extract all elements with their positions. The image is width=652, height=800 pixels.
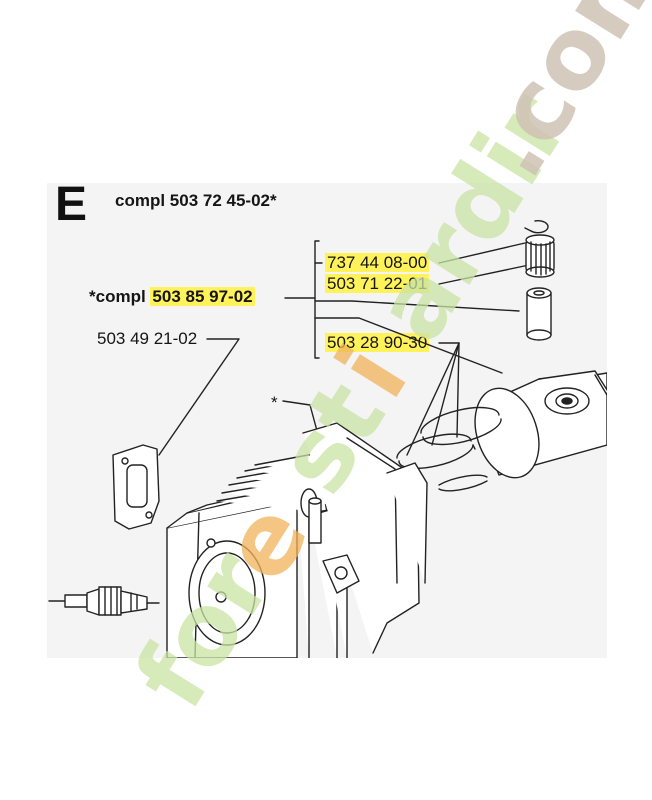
needle-bearing-part-number: 737 44 08-00 [325,253,430,273]
needle-bearing-number: 737 44 08-00 [325,253,430,272]
rings-leader-3 [406,342,460,456]
piston-pin-leader [438,264,530,285]
complete-kit-number: 503 72 45-02* [169,191,277,210]
piston-pin-number: 503 71 22-01 [325,274,430,293]
assembly-number: 503 85 97-02 [150,287,255,306]
gasket-number: 503 49 21-02 [97,329,198,348]
part-group-bracket [314,240,320,359]
spark-plug-part [48,586,160,616]
piston-ring-lower [438,474,488,492]
needle-bearing-part [525,234,555,278]
complete-kit-prefix: compl [115,191,166,210]
piston-rings-number: 503 28 90-30 [325,333,430,352]
rings-leader-2 [431,342,460,446]
piston-part [474,370,607,479]
cylinder-marker: * [271,393,278,412]
cylinder-part [166,422,428,658]
piston-pin-part-number: 503 71 22-01 [325,274,430,294]
exhaust-gasket-part [112,444,160,530]
gasket-leader [158,338,240,456]
complete-kit-label: compl 503 72 45-02* [115,191,277,211]
section-letter: E [55,183,88,231]
exploded-view-drawing [48,220,607,658]
wrist-pin-leader [314,300,520,312]
piston-rings-part-number: 503 28 90-30 [325,333,430,353]
piston-ring-upper [396,433,476,470]
svg-text:.com: .com [454,0,652,197]
piston-pin-part [526,287,552,341]
rings-leader-1 [438,342,460,438]
assembly-prefix: *compl [89,287,146,306]
needle-bearing-leader [438,242,526,264]
assembly-label: *compl 503 85 97-02 [89,287,255,307]
circlip-part [524,220,549,234]
piston-leader [314,317,503,374]
parts-diagram-sheet: E compl 503 72 45-02* *compl 503 85 97-0… [47,183,607,658]
piston-ring-middle [420,406,502,446]
gasket-part-number: 503 49 21-02 [97,329,197,349]
